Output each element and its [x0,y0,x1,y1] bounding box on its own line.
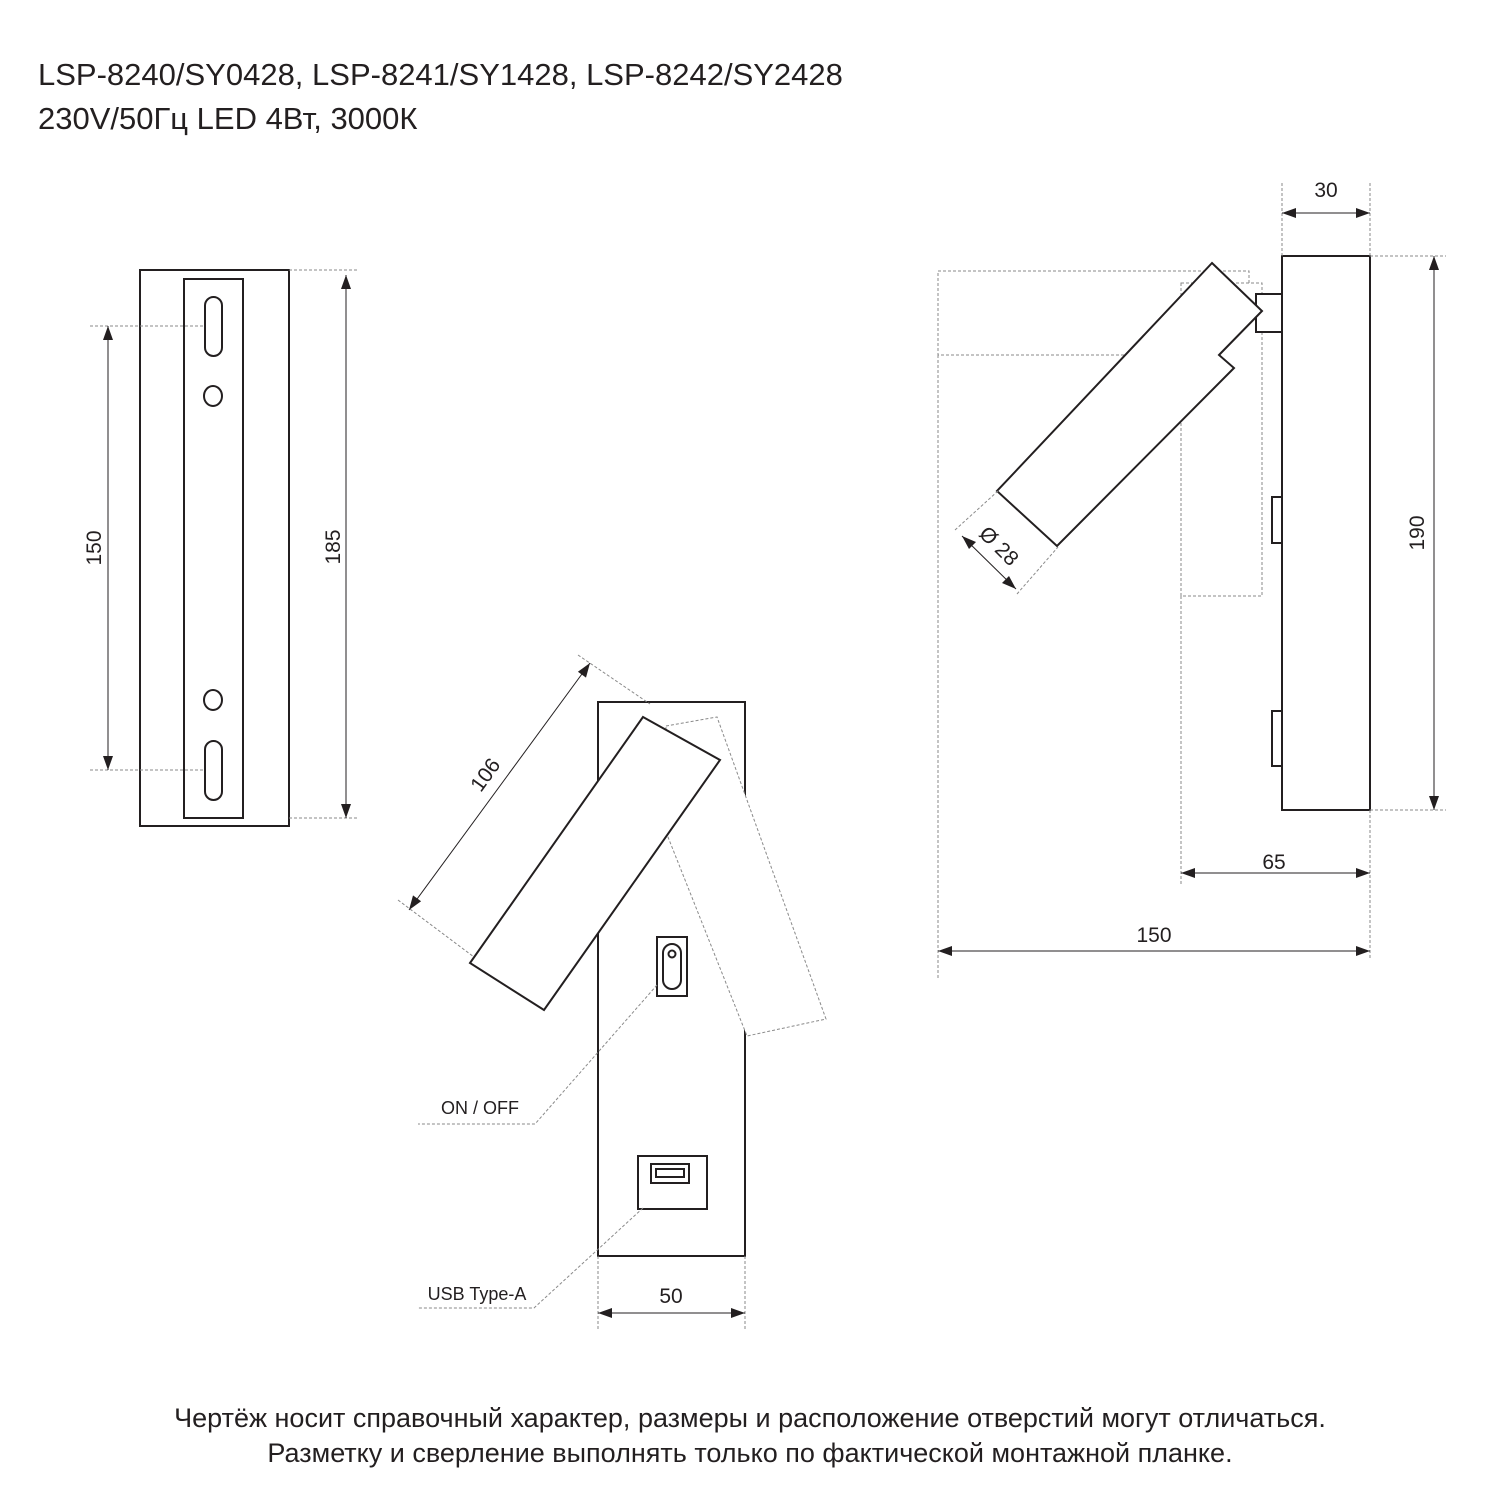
dim-label-50: 50 [659,1285,682,1308]
usb-callout: USB Type-A [428,1284,527,1304]
dim-label-106: 106 [466,754,505,796]
usb-contacts [655,1168,685,1178]
front-view: ON / OFF USB Type-A 106 50 [397,654,827,1330]
usb-port [637,1155,708,1210]
models-title: LSP-8240/SY0428, LSP-8241/SY1428, LSP-82… [38,57,843,92]
mount-hole-top [203,385,223,407]
dim-plate-height: 185 [289,269,358,819]
disclaimer-line-2: Разметку и сверление выполнять только по… [267,1438,1233,1468]
usb-socket [650,1163,690,1184]
dim-label-190: 190 [1406,515,1429,550]
dim-base-width: 50 [597,1256,746,1330]
mount-slot-top [204,296,223,357]
switch-indicator [667,949,677,959]
dim-label-150-reach: 150 [1136,924,1171,947]
dim-label-150-left: 150 [83,530,106,565]
dim-label-diameter: Ø 28 [974,522,1022,570]
dim-side-height: 190 [1370,255,1446,811]
mount-hole-bottom [203,689,223,711]
dim-label-30: 30 [1314,179,1337,202]
switch-frame [656,936,688,997]
dim-depth: 30 [1281,179,1371,256]
dim-offset: 65 [1180,596,1371,960]
usb-leader [418,1207,644,1309]
electrical-specs: 230V/50Гц LED 4Вт, 3000К [38,101,418,136]
switch-callout: ON / OFF [441,1098,519,1118]
side-lamp-head [995,261,1264,548]
side-body [1281,255,1371,811]
usb-frame [637,1155,708,1210]
on-off-switch [656,936,688,997]
dim-label-185: 185 [322,529,345,564]
switch-leader [418,984,658,1125]
dim-label-65: 65 [1262,851,1285,874]
mount-slot-bottom [204,740,223,801]
rear-view: 150 185 [83,269,358,827]
side-view: Ø 28 30 190 65 [937,179,1446,978]
switch-rocker [662,943,682,990]
mounting-plate [183,278,244,819]
dim-hole-spacing: 150 [83,325,205,771]
side-usb [1271,710,1283,767]
disclaimer-line-1: Чертёж носит справочный характер, размер… [174,1403,1326,1433]
lamp-head [468,715,722,1012]
side-switch [1271,496,1283,544]
dim-reach: 150 [937,355,1370,978]
